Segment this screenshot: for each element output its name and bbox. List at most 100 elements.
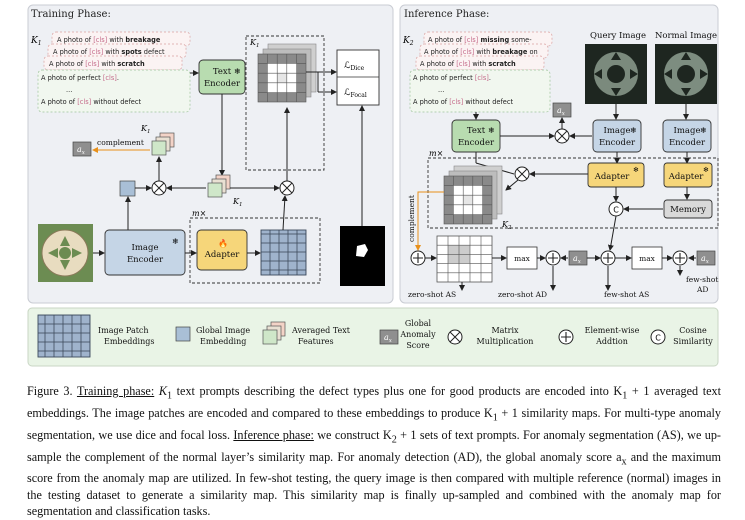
- caption-text-4: we construct K: [313, 427, 392, 442]
- zero-shot-as-label: zero-shot AS: [408, 290, 456, 299]
- inference-title: Inference Phase:: [404, 9, 489, 20]
- inference-k2-label: K2: [501, 220, 512, 231]
- inference-adapter-normal-label: Adapter: [668, 172, 705, 182]
- training-a-x: ax: [77, 145, 86, 156]
- loss-dice: ℒDice: [344, 61, 365, 72]
- training-title: Training Phase:: [31, 9, 111, 20]
- legend-cosine-label-1: Cosine: [679, 326, 707, 335]
- trainable-flame-icon: 🔥: [218, 238, 228, 248]
- training-prompt-1: A photo of [cls] with breakage: [57, 36, 161, 44]
- training-k-label: K1: [30, 36, 42, 47]
- caption-k1: K: [154, 384, 167, 398]
- zero-shot-anomaly-map: [436, 235, 493, 283]
- inference-image-encoder-normal-label-2: Encoder: [669, 138, 706, 148]
- training-prompt-6: A photo of [cls] without defect: [41, 98, 141, 106]
- inference-adapter-query-label: Adapter: [594, 172, 631, 182]
- legend-cosine-label-2: Similarity: [673, 337, 713, 346]
- inference-m-label: m×: [429, 149, 443, 158]
- training-similarity-group: [245, 35, 325, 171]
- training-patch-embeddings: [260, 229, 307, 276]
- training-image-encoder-label-1: Image: [132, 243, 159, 253]
- legend-averaged-label-1: Averaged Text: [291, 326, 351, 335]
- few-shot-ad-label-2: AD: [696, 285, 708, 294]
- inference-prompt-6: A photo of [cls] without defect: [413, 98, 513, 106]
- legend-elementwise-label-2: Addtion: [595, 337, 628, 346]
- inference-image-encoder-query-label-1: Image: [604, 126, 631, 136]
- memory-bank: [663, 199, 713, 219]
- training-adapter: [196, 229, 248, 271]
- frozen-snowflake-icon: ❄: [488, 126, 495, 135]
- legend-global-label-2: Embedding: [200, 337, 246, 346]
- method-diagram: Training Phase: K1 A photo of [cls] with…: [27, 4, 719, 367]
- training-k1-label-b: K1: [232, 197, 242, 208]
- caption-k1-sub: 1: [166, 390, 173, 402]
- inference-prompt-stack: [409, 31, 553, 113]
- legend-patch-label-2: Embeddings: [104, 337, 154, 346]
- caption-sub-3: 1: [492, 412, 498, 424]
- inference-a-x-top: ax: [557, 106, 566, 117]
- few-shot-as-label: few-shot AS: [604, 290, 649, 299]
- legend-anomaly-label-2: Anomaly: [399, 330, 436, 339]
- loss-box: [336, 49, 380, 106]
- legend-averaged-swatch: [262, 321, 286, 345]
- legend-elementwise-label-1: Element-wise: [585, 326, 640, 335]
- training-k1-label-c: K1: [249, 38, 259, 49]
- legend-patch-label-1: Image Patch: [98, 326, 149, 335]
- frozen-snowflake-icon: ❄: [633, 166, 639, 174]
- inference-prompt-4: A photo of perfect [cls].: [413, 74, 491, 82]
- legend-global-swatch: [175, 326, 191, 342]
- caption-sub-4: 2: [391, 434, 397, 446]
- legend-panel: [27, 307, 719, 367]
- legend-matrix-label-2: Multiplication: [477, 337, 534, 346]
- caption-text-1: text prompts describing the defect types…: [172, 384, 623, 398]
- legend-anomaly-swatch: [379, 329, 399, 345]
- legend-patch-swatch: [37, 314, 91, 358]
- figure-page: Training Phase: K1 A photo of [cls] with…: [27, 4, 721, 518]
- training-adapter-label: Adapter: [204, 250, 241, 260]
- frozen-snowflake-icon: ❄: [630, 126, 637, 135]
- max-op-1-label: max: [514, 254, 531, 263]
- legend-anomaly-label-3: Score: [406, 341, 430, 350]
- caption-inference-phase: Inference phase:: [233, 427, 314, 442]
- inference-complement-label: complement: [407, 195, 416, 242]
- inference-text-encoder-label-1: Text: [467, 126, 486, 136]
- inference-image-encoder-normal-label-1: Image: [674, 126, 701, 136]
- figure-caption: Figure 3. Training phase: K1 text prompt…: [27, 383, 721, 520]
- memory-label: Memory: [670, 205, 706, 215]
- max-op-2-label: max: [639, 254, 656, 263]
- inference-a-x-1: ax: [573, 254, 582, 265]
- training-prompt-ellipsis: ...: [66, 86, 72, 94]
- frozen-snowflake-icon: ❄: [703, 166, 709, 174]
- caption-sub-5: x: [621, 455, 627, 467]
- cosine-symbol: C: [613, 206, 619, 215]
- caption-text-5: + 1 sets of text prompts. For anomaly se…: [27, 427, 721, 464]
- training-text-encoder-label-1: Text: [213, 67, 232, 77]
- caption-sub-2: 1: [622, 390, 628, 402]
- inference-prompt-3: A photo of [cls] with scratch: [420, 60, 516, 68]
- inference-a-x-2: ax: [701, 254, 710, 265]
- legend-averaged-label-2: Features: [298, 337, 334, 346]
- training-m-label: m×: [192, 209, 206, 218]
- inference-text-encoder-label-2: Encoder: [458, 138, 495, 148]
- caption-training-phase: Training phase:: [76, 384, 155, 398]
- inference-m-group: [427, 157, 719, 229]
- frozen-snowflake-icon: ❄: [700, 126, 707, 135]
- caption-text-2: + 1 averaged text embeddings. The image …: [27, 384, 721, 420]
- query-image-label: Query Image: [590, 31, 646, 41]
- inference-prompt-2: A photo of [cls] with breakage on: [424, 48, 538, 56]
- legend-anomaly-label-1: Global: [405, 319, 432, 328]
- inference-similarity-maps: [443, 165, 503, 225]
- few-shot-ad-label-1: few-shot: [686, 275, 718, 284]
- training-similarity-maps: [257, 43, 317, 103]
- legend-cosine-symbol: C: [655, 334, 661, 343]
- inference-adapter-normal: [663, 162, 713, 188]
- zero-shot-ad-label: zero-shot AD: [498, 290, 547, 299]
- training-prompt-4: A photo of perfect [cls].: [41, 74, 119, 82]
- training-prompt-3: A photo of [cls] with scratch: [49, 60, 145, 68]
- training-k1-label-a: K1: [140, 124, 150, 135]
- training-input-image: [38, 224, 93, 282]
- training-global-embedding: [119, 180, 136, 197]
- legend-a-x: ax: [384, 333, 393, 344]
- normal-image: [655, 44, 717, 104]
- training-m-group: [189, 217, 321, 284]
